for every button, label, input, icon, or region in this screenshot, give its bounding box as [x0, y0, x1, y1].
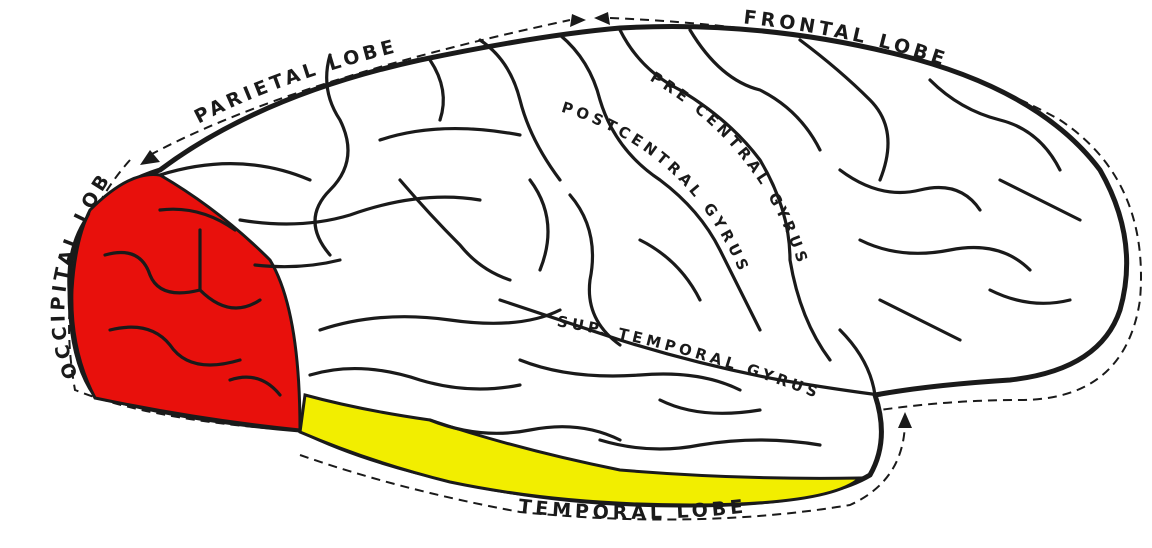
arrow-head-temporal: [898, 412, 912, 428]
arrow-head-parietal: [570, 14, 586, 27]
arrow-head-frontal: [594, 12, 610, 25]
